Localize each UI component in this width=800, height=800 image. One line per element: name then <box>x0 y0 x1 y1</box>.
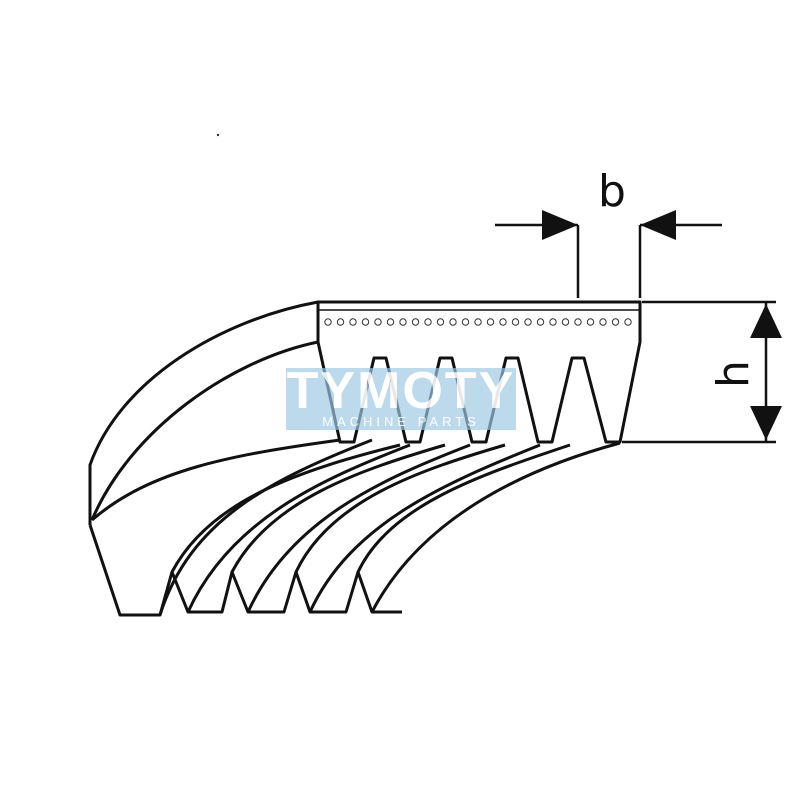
watermark-tagline: MACHINE PARTS <box>322 414 480 429</box>
cord-dot <box>411 318 420 326</box>
watermark-box <box>286 368 516 430</box>
cord-dot <box>336 318 345 326</box>
width-arrow-right <box>640 210 676 240</box>
belt-inner-curve <box>90 340 319 521</box>
height-arrow-bottom <box>750 406 782 440</box>
cord-dot <box>386 318 395 326</box>
tension-cords <box>324 318 632 326</box>
height-dimension <box>622 300 782 444</box>
cord-dot <box>599 318 607 326</box>
width-label: b <box>598 166 626 217</box>
cord-dot <box>536 318 545 326</box>
cord-dot <box>461 318 470 326</box>
cord-dot <box>586 318 595 326</box>
cord-dot <box>324 318 332 326</box>
width-dimension <box>495 210 722 298</box>
cord-dot <box>424 318 432 326</box>
rib-curve-6 <box>246 443 471 613</box>
rib-curve-2 <box>158 438 373 616</box>
cord-dot <box>549 318 557 326</box>
cord-dot <box>361 318 370 326</box>
width-arrow-left <box>542 210 578 240</box>
height-label: h <box>708 360 759 388</box>
rib-curve-5 <box>230 443 446 573</box>
stray-dot <box>216 133 220 137</box>
rib-curve-4 <box>186 443 411 613</box>
cord-dot <box>611 318 620 326</box>
cord-dot <box>349 318 357 326</box>
rib-curve-3 <box>170 443 401 573</box>
cord-dot <box>511 318 520 326</box>
watermark-logo: TYMOTY MACHINE PARTS <box>286 362 516 430</box>
cord-dot <box>486 318 495 326</box>
rib-curve-8 <box>308 443 541 613</box>
cord-dot <box>474 318 482 326</box>
cord-dot <box>399 318 407 326</box>
height-arrow-top <box>750 304 782 338</box>
watermark-brand: TYMOTY <box>287 362 516 420</box>
cord-dot <box>624 318 632 326</box>
cord-dot <box>574 318 582 326</box>
cord-dot <box>524 318 532 326</box>
rib-curve-9 <box>356 443 571 573</box>
rib-curve-10 <box>370 441 621 613</box>
cord-dot <box>561 318 570 326</box>
belt-body <box>88 300 621 617</box>
belt-outer-curve <box>88 300 319 525</box>
rib-curve-1 <box>91 438 341 522</box>
belt-bottom-ribs <box>88 524 402 617</box>
cord-dot <box>449 318 457 326</box>
cord-dot <box>436 318 445 326</box>
cord-dot <box>499 318 507 326</box>
rib-curve-7 <box>294 443 506 573</box>
cord-dot <box>374 318 382 326</box>
